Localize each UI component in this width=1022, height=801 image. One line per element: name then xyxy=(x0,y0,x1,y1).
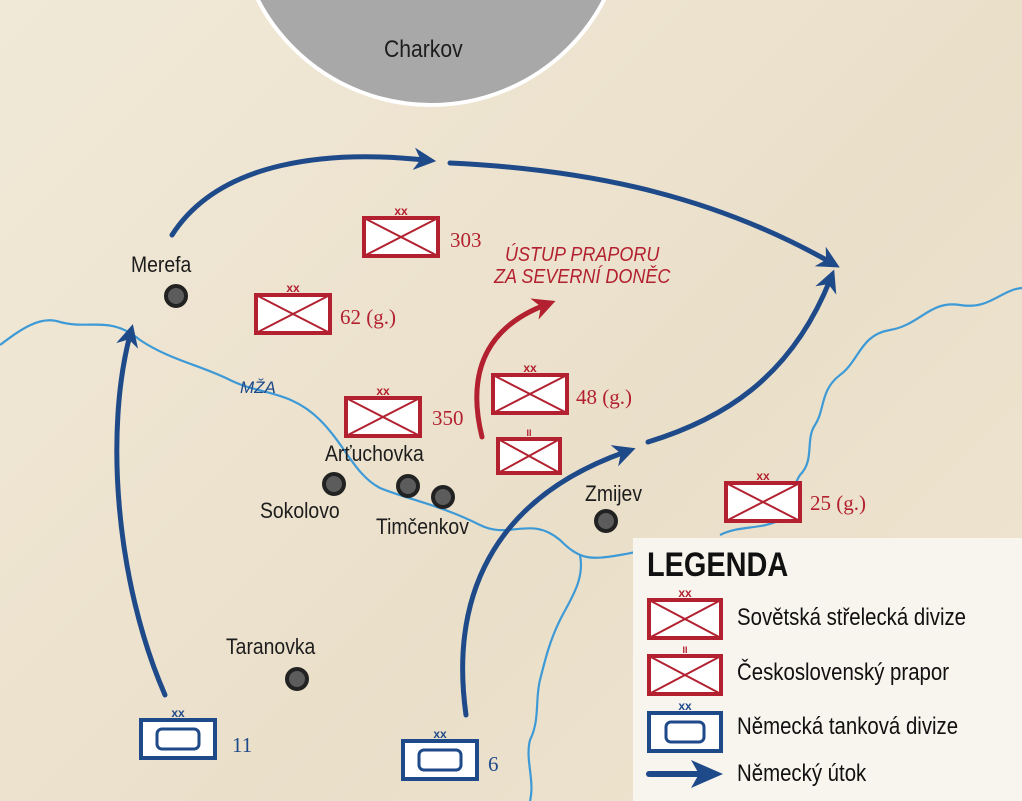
legend-german-attack-arrow-icon xyxy=(646,760,723,788)
mza-river xyxy=(0,319,661,559)
echelon-mark: xx xyxy=(678,699,692,713)
german-attack-arrow-west xyxy=(114,324,168,698)
german-attack-arrow-south-2 xyxy=(645,269,837,445)
echelon-marks: xx xx xx xx II xx xx xx xyxy=(171,204,770,741)
german-panzer-division-6 xyxy=(401,739,479,781)
german-panzer-division-11 xyxy=(139,718,217,760)
unit-label-62: 62 (g.) xyxy=(340,305,396,329)
town-marker-merefa xyxy=(164,284,188,308)
german-attack-arrows xyxy=(114,147,840,718)
retreat-label-line-2: ZA SEVERNÍ DONĚC xyxy=(494,266,671,288)
german-units xyxy=(139,718,479,781)
czechoslovak-battalion xyxy=(496,437,562,475)
place-label-artuchovka: Arťuchovka xyxy=(325,441,424,466)
unit-label-11: 11 xyxy=(232,733,253,757)
german-attack-arrow-north-2 xyxy=(447,160,840,268)
river-label-mza: MŽA xyxy=(240,378,276,397)
echelon-mark: xx xyxy=(171,706,185,720)
soviet-division-350 xyxy=(344,396,422,438)
town-markers xyxy=(164,284,618,691)
echelon-mark: xx xyxy=(523,361,537,375)
soviet-division-62 xyxy=(254,293,332,335)
soviet-division-303 xyxy=(362,216,440,258)
legend-label-german-attack: Německý útok xyxy=(737,760,867,787)
echelon-mark: xx xyxy=(678,586,692,600)
town-marker-taranovka xyxy=(285,667,309,691)
echelon-mark: xx xyxy=(286,281,300,295)
city-label-charkov: Charkov xyxy=(384,36,463,63)
place-label-timcenkov: Timčenkov xyxy=(376,514,469,539)
unit-label-350: 350 xyxy=(432,406,464,430)
echelon-mark: xx xyxy=(756,469,770,483)
unit-label-48: 48 (g.) xyxy=(576,385,632,409)
tributary-river xyxy=(527,554,583,801)
town-marker-sokolovo xyxy=(322,472,346,496)
echelon-mark: xx xyxy=(376,384,390,398)
legend-label-czechoslovak-battalion: Československý prapor xyxy=(737,659,950,686)
unit-label-25: 25 (g.) xyxy=(810,491,866,515)
legend-title: LEGENDA xyxy=(647,546,789,584)
retreat-label-line-1: ÚSTUP PRAPORU xyxy=(504,244,660,266)
legend-label-german-panzer-division: Německá tanková divize xyxy=(737,713,959,740)
echelon-mark: II xyxy=(526,428,531,438)
soviet-division-25 xyxy=(724,481,802,523)
retreat-arrow xyxy=(474,298,556,440)
unit-label-6: 6 xyxy=(488,752,499,776)
legend: LEGENDA xx II xx Sovětská střelecká divi… xyxy=(633,538,1022,801)
german-attack-arrow-north-1 xyxy=(169,147,437,238)
town-marker-zmijev xyxy=(594,509,618,533)
town-marker-artuchovka xyxy=(396,474,420,498)
echelon-mark: II xyxy=(682,645,687,655)
unit-label-303: 303 xyxy=(450,228,482,252)
echelon-mark: xx xyxy=(394,204,408,218)
place-label-sokolovo: Sokolovo xyxy=(260,498,340,523)
place-label-zmijev: Zmijev xyxy=(585,481,643,506)
soviet-units xyxy=(254,216,802,523)
charkov-city-area xyxy=(255,0,607,107)
echelon-mark: xx xyxy=(433,727,447,741)
place-label-merefa: Merefa xyxy=(131,252,192,277)
german-attack-arrow-south-1 xyxy=(460,445,636,718)
legend-symbols: xx II xx xyxy=(646,586,723,788)
legend-label-soviet-division: Sovětská střelecká divize xyxy=(737,604,967,631)
legend-german-panzer-division-icon: xx xyxy=(647,699,723,753)
town-marker-timcenkov xyxy=(431,485,455,509)
soviet-division-48 xyxy=(491,373,569,415)
legend-czechoslovak-battalion-icon: II xyxy=(647,645,723,696)
legend-soviet-division-icon: xx xyxy=(647,586,723,640)
place-label-taranovka: Taranovka xyxy=(226,634,316,659)
